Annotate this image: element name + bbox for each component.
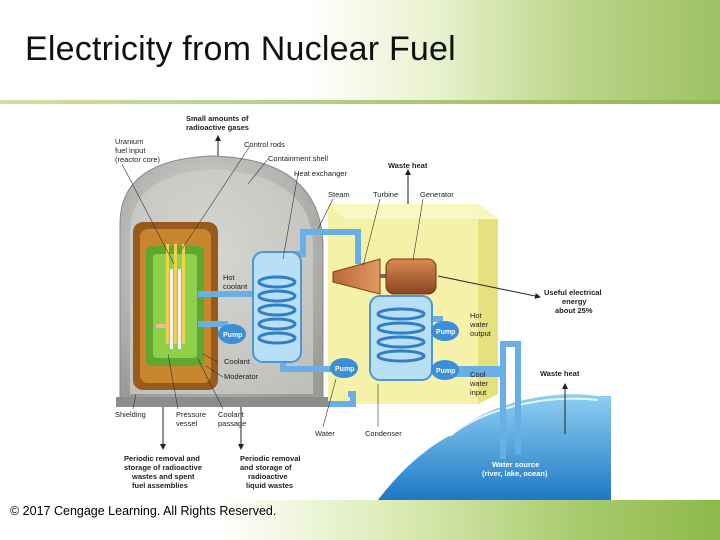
label-useful-energy-2: energy	[562, 297, 587, 306]
label-hot-coolant-2: coolant	[223, 282, 248, 291]
copyright-notice: © 2017 Cengage Learning. All Rights Rese…	[10, 504, 277, 518]
condenser	[369, 295, 433, 381]
label-spent-fuel-3: wastes and spent	[131, 472, 195, 481]
label-water-source-2: (river, lake, ocean)	[482, 469, 548, 478]
control-rods	[156, 244, 185, 349]
label-hot-coolant-1: Hot	[223, 273, 236, 282]
svg-text:Pump: Pump	[223, 332, 242, 339]
slide-title: Electricity from Nuclear Fuel	[25, 30, 456, 68]
label-control-rods: Control rods	[244, 140, 285, 149]
label-useful-energy-3: about 25%	[555, 306, 593, 315]
water-source-lake	[378, 394, 611, 500]
svg-text:Pump: Pump	[436, 368, 455, 375]
slide-footer	[0, 500, 720, 540]
nuclear-plant-diagram: Pump Pump Pump Pump Small	[78, 104, 611, 500]
label-containment-shell: Containment shell	[268, 154, 328, 163]
label-cool-water-3: input	[470, 388, 487, 397]
label-hot-water-1: Hot	[470, 311, 483, 320]
label-condenser: Condenser	[365, 429, 402, 438]
label-uranium-1: Uranium	[115, 137, 143, 146]
label-coolant-passage-2: passage	[218, 419, 246, 428]
label-spent-fuel-4: fuel assemblies	[132, 481, 188, 490]
label-hot-water-2: water	[469, 320, 489, 329]
label-cool-water-1: Cool	[470, 370, 486, 379]
label-liquid-waste-1: Periodic removal	[240, 454, 300, 463]
svg-text:Pump: Pump	[335, 366, 354, 373]
label-liquid-waste-3: radioactive	[248, 472, 288, 481]
label-liquid-waste-2: and storage of	[240, 463, 292, 472]
label-liquid-waste-4: liquid wastes	[246, 481, 293, 490]
label-waste-heat-top: Waste heat	[388, 161, 428, 170]
label-pressure-vessel-2: vessel	[176, 419, 198, 428]
label-moderator: Moderator	[224, 372, 259, 381]
label-uranium-2: fuel input	[115, 146, 146, 155]
label-pressure-vessel-1: Pressure	[176, 410, 206, 419]
label-shielding: Shielding	[115, 410, 146, 419]
pump-cool-water: Pump	[431, 360, 459, 380]
label-hot-water-3: output	[470, 329, 492, 338]
label-water: Water	[315, 429, 335, 438]
label-coolant-passage-1: Coolant	[218, 410, 245, 419]
generator	[385, 258, 437, 295]
label-steam: Steam	[328, 190, 350, 199]
slide-header	[0, 0, 720, 103]
pump-reactor: Pump	[218, 324, 246, 344]
header-divider	[0, 100, 720, 104]
pump-hot-water: Pump	[431, 321, 459, 341]
label-useful-energy-1: Useful electrical	[544, 288, 602, 297]
label-radioactive-gases-1: Small amounts of	[186, 114, 249, 123]
label-cool-water-2: water	[469, 379, 489, 388]
label-generator: Generator	[420, 190, 454, 199]
label-spent-fuel-2: storage of radioactive	[124, 463, 202, 472]
label-waste-heat-right: Waste heat	[540, 369, 580, 378]
label-coolant: Coolant	[224, 357, 251, 366]
label-radioactive-gases-2: radioactive gases	[186, 123, 249, 132]
label-spent-fuel-1: Periodic removal and	[124, 454, 200, 463]
heat-exchanger	[252, 251, 302, 363]
label-water-source-1: Water source	[492, 460, 539, 469]
svg-text:Pump: Pump	[436, 329, 455, 336]
pump-steam: Pump	[330, 358, 358, 378]
label-uranium-3: (reactor core)	[115, 155, 161, 164]
label-heat-exchanger: Heat exchanger	[294, 169, 347, 178]
label-turbine: Turbine	[373, 190, 398, 199]
energy-arrow	[437, 275, 541, 299]
